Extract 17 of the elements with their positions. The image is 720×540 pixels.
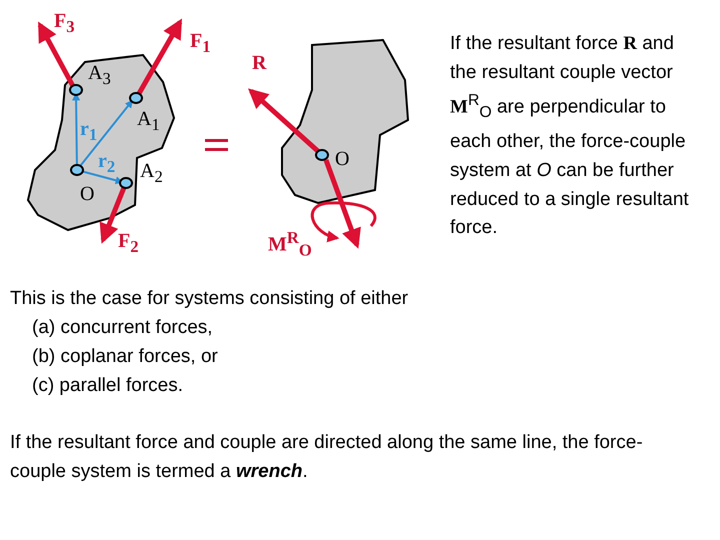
- vector-label: r$_{1}$: [80, 118, 98, 145]
- vector-label: r$_{2}$: [98, 150, 116, 177]
- list-item: (b) coplanar forces, or: [32, 345, 218, 369]
- point-label: O: [80, 183, 94, 206]
- list-item: (a) concurrent forces,: [32, 316, 213, 340]
- paragraph: If the resultant force R and the resultant couple vector M$^{R}$$_{O}$ are perpendicular to each other, the force-couple system at O can be further reduced to a single resultant force.: [450, 32, 690, 240]
- force-label: R: [252, 52, 266, 75]
- point-label: O: [335, 148, 350, 171]
- paragraph: If the resultant force and couple are directed along the same line, the force-couple system is termed a wrench.: [10, 431, 644, 484]
- point-label: A$_{2}$: [140, 160, 163, 187]
- list-item: (c) parallel forces.: [32, 374, 183, 398]
- paragraph: This is the case for systems consisting of either: [10, 287, 408, 311]
- force-label: F$_{3}$: [54, 10, 75, 37]
- point-label: A$_{3}$: [88, 62, 111, 89]
- force-label: F$_{1}$: [190, 30, 211, 57]
- point-label: A$_{1}$: [137, 108, 160, 135]
- force-label: F$_{2}$: [118, 230, 139, 257]
